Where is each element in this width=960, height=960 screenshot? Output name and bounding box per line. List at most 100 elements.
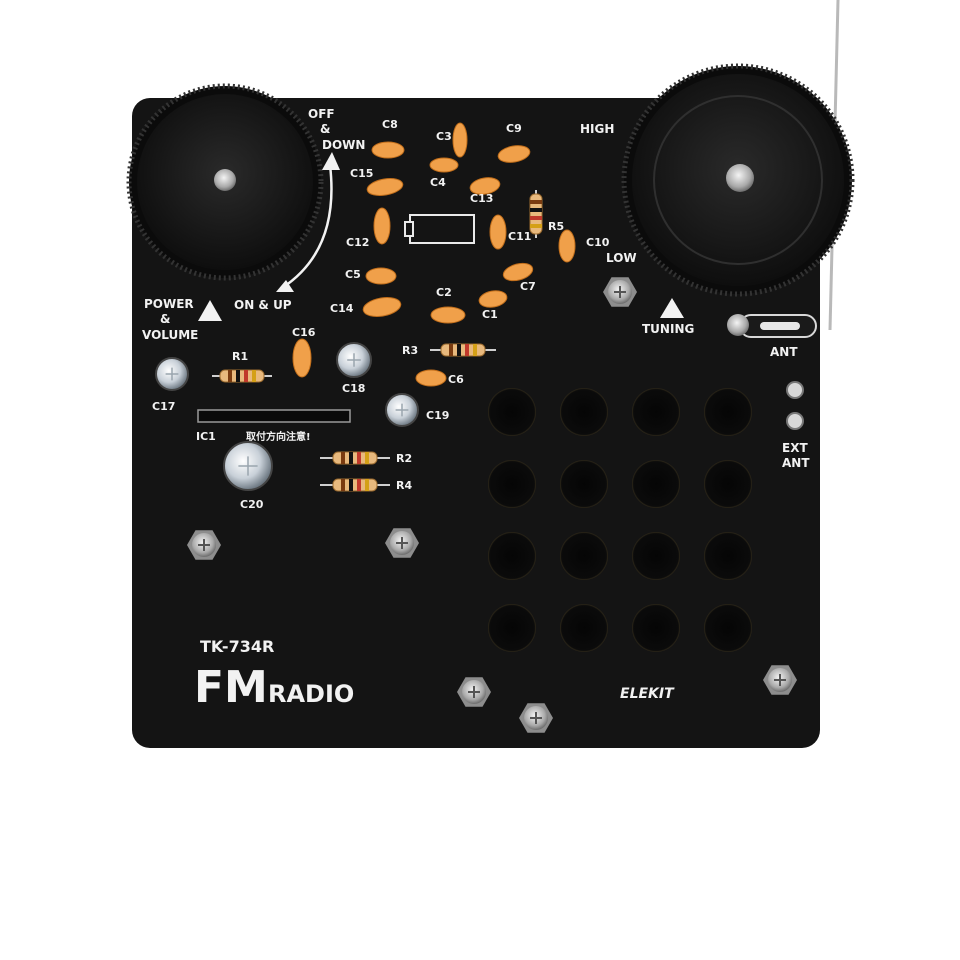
ceramic-capacitors xyxy=(292,122,576,387)
resistor-r4 xyxy=(320,478,390,492)
ref-label-c20: C20 xyxy=(240,498,264,511)
title-radio: RADIO xyxy=(268,680,354,708)
grille-hole xyxy=(704,532,752,580)
resistor-r3 xyxy=(430,343,496,357)
ref-label-c10: C10 xyxy=(586,236,610,249)
ref-label-r3: R3 xyxy=(402,344,418,357)
grille-hole xyxy=(560,532,608,580)
ref-label-c5: C5 xyxy=(345,268,361,281)
tuning-triangle-icon xyxy=(660,298,684,318)
model-label: TK-734R xyxy=(200,637,274,656)
ref-label-r2: R2 xyxy=(396,452,412,465)
low-label: LOW xyxy=(606,251,637,265)
capacitor-c14 xyxy=(362,297,402,317)
capacitor-c7 xyxy=(502,262,534,282)
grille-hole xyxy=(488,532,536,580)
volume-label: VOLUME xyxy=(142,328,198,342)
grille-hole xyxy=(632,604,680,652)
screw-icon xyxy=(519,703,553,733)
volume-knob-icon[interactable] xyxy=(126,83,324,281)
screw-icon xyxy=(457,677,491,707)
capacitor-c12 xyxy=(373,207,391,245)
ext-label: EXT xyxy=(782,441,808,455)
ref-label-c6: C6 xyxy=(448,373,464,386)
resistor-r2 xyxy=(320,451,390,465)
capacitor-c6 xyxy=(415,369,447,387)
brand-logo: ELEKIT xyxy=(620,686,675,702)
ref-label-c18: C18 xyxy=(342,382,365,395)
grille-hole xyxy=(488,388,536,436)
capacitor-c3 xyxy=(452,122,468,158)
ref-label-c14: C14 xyxy=(330,302,354,315)
capacitor-c4 xyxy=(429,157,459,173)
capacitor-c5 xyxy=(365,267,397,285)
high-label: HIGH xyxy=(580,122,614,136)
screws xyxy=(187,277,797,733)
volume-arrow-icon xyxy=(281,164,333,290)
grille-hole xyxy=(488,604,536,652)
off-label: OFF xyxy=(308,107,335,121)
ref-label-c15: C15 xyxy=(350,167,373,180)
power-label: POWER xyxy=(144,297,194,311)
ic1-label: IC1 xyxy=(196,430,216,443)
ref-label-r5: R5 xyxy=(548,220,564,233)
ic1-slot xyxy=(197,409,351,423)
capacitor-c16 xyxy=(292,338,312,378)
grille-hole xyxy=(632,460,680,508)
down-label: DOWN xyxy=(322,138,365,152)
ref-label-c9: C9 xyxy=(506,122,522,135)
capacitor-c10 xyxy=(558,229,576,263)
on-up-label: ON & UP xyxy=(234,298,292,312)
ext-ant-hole[interactable] xyxy=(786,412,804,430)
grille-hole xyxy=(632,388,680,436)
ref-label-c8: C8 xyxy=(382,118,398,131)
pcb-board xyxy=(132,98,820,748)
ext-ant-label: ANT xyxy=(782,456,810,470)
ic1-note: 取付方向注意! xyxy=(246,430,311,443)
grille-hole xyxy=(704,388,752,436)
ant-label: ANT xyxy=(770,345,798,359)
ref-label-c7: C7 xyxy=(520,280,536,293)
grille-hole xyxy=(560,460,608,508)
title-fm: FM xyxy=(194,662,268,713)
screw-icon xyxy=(763,665,797,695)
ref-label-r1: R1 xyxy=(232,350,248,363)
electrolytic-c19 xyxy=(385,393,419,427)
screw-icon xyxy=(603,277,637,307)
tuning-knob-icon[interactable] xyxy=(621,63,855,297)
resistor-r5 xyxy=(529,190,543,238)
ref-label-c16: C16 xyxy=(292,326,316,339)
capacitor-c11 xyxy=(489,214,507,250)
capacitor-c15 xyxy=(366,178,404,196)
ref-label-c11: C11 xyxy=(508,230,531,243)
screw-icon xyxy=(187,530,221,560)
ext-ant-hole[interactable] xyxy=(786,381,804,399)
electrolytic-capacitors xyxy=(155,342,419,491)
grille-hole xyxy=(704,604,752,652)
speaker-grille-icon xyxy=(488,388,752,652)
grille-hole xyxy=(560,604,608,652)
grille-hole xyxy=(632,532,680,580)
antenna-terminal[interactable] xyxy=(727,314,817,338)
ref-label-c1: C1 xyxy=(482,308,498,321)
capacitor-c9 xyxy=(497,145,531,163)
ref-label-c2: C2 xyxy=(436,286,452,299)
tuning-label: TUNING xyxy=(642,322,694,336)
power-amp-label: & xyxy=(160,312,170,326)
screw-icon xyxy=(385,528,419,558)
resistor-r1 xyxy=(212,369,272,383)
ref-label-c3: C3 xyxy=(436,130,452,143)
ref-label-c17: C17 xyxy=(152,400,175,413)
electrolytic-c18 xyxy=(336,342,372,378)
ref-label-c19: C19 xyxy=(426,409,449,422)
ref-label-c12: C12 xyxy=(346,236,369,249)
grille-hole xyxy=(560,388,608,436)
ref-label-c13: C13 xyxy=(470,192,493,205)
ref-label-c4: C4 xyxy=(430,176,446,189)
capacitor-c2 xyxy=(430,306,466,324)
volume-triangle-icon xyxy=(198,300,222,321)
amp-label: & xyxy=(320,122,330,136)
capacitor-c13 xyxy=(469,177,501,195)
